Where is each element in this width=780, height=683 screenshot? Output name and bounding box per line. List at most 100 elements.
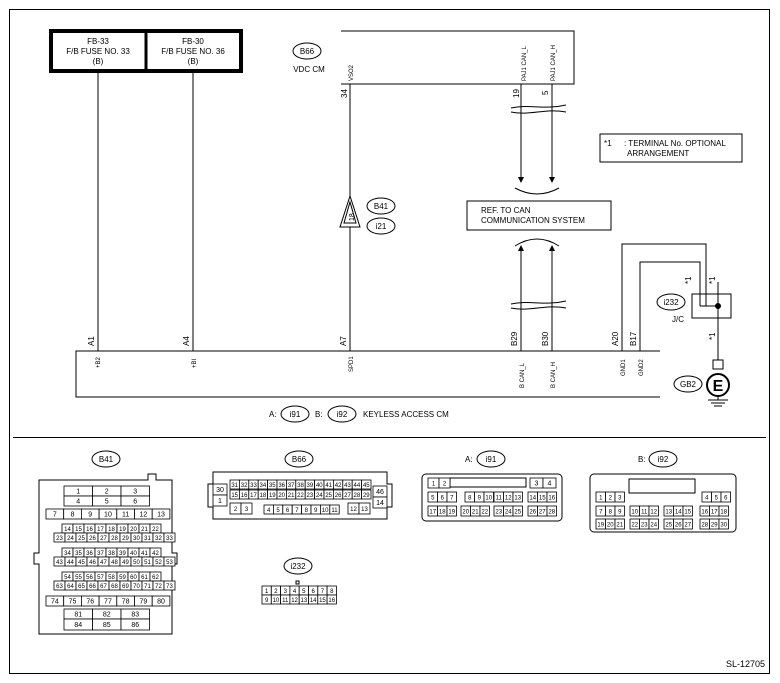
b41-pin-num: 29 (122, 536, 129, 542)
i91-pin-cell (446, 491, 457, 503)
b41-pin-num: 56 (86, 575, 93, 581)
b41-pin-num: 35 (75, 551, 82, 557)
vdc-pin-34: 34 (340, 89, 349, 98)
i232-pin-num: 6 (311, 589, 315, 595)
b66-pin-num: 44 (354, 483, 361, 489)
b41-pin-num: 4 (76, 498, 80, 505)
b66-pin-num: 1 (218, 498, 222, 505)
i91-pin-num: 3 (535, 480, 539, 487)
b41-pin-num: 41 (141, 551, 148, 557)
i92-pin-cell (718, 518, 729, 530)
i232-key (295, 580, 300, 585)
i92-pin-num: 5 (715, 495, 719, 501)
i232-pin-num: 13 (301, 598, 308, 604)
b66-pin-num: 10 (322, 508, 329, 514)
i21-label: i21 (376, 222, 387, 231)
i92-pin-num: 10 (631, 509, 638, 515)
i92-latch (628, 478, 696, 494)
ka-pin-b29: B29 (510, 331, 519, 346)
b41-pin-num: 34 (64, 551, 71, 557)
i92-pin-num: 24 (650, 522, 657, 528)
i91-pin-num: 11 (496, 495, 503, 501)
b41-pin-num: 48 (111, 560, 118, 566)
b41-pin-num: 68 (111, 584, 118, 590)
b41-pin-num: 75 (69, 598, 77, 605)
b66-pin-num: 15 (231, 493, 238, 499)
b41-pin-num: 52 (155, 560, 162, 566)
b66-pin-num: 32 (241, 483, 248, 489)
b41-pin-num: 45 (78, 560, 85, 566)
b41-pin-num: 76 (86, 598, 94, 605)
b41-pin-num: 16 (86, 527, 93, 533)
wires (97, 71, 719, 360)
i91-pin-num: 8 (468, 495, 472, 501)
i92-pin-num: 25 (665, 522, 672, 528)
ka-pin-a20: A20 (611, 331, 620, 346)
b41-pin-num: 12 (139, 511, 147, 518)
b41-pin-num: 46 (89, 560, 96, 566)
b41-pin-num: 63 (56, 584, 63, 590)
i91-pin-cell (446, 505, 457, 517)
i91-pin-cell (483, 491, 494, 503)
i91-pin-num: 26 (529, 509, 536, 515)
vdc-pin-19: 19 (512, 89, 521, 98)
b41-pin-num: 32 (155, 536, 162, 542)
ka-name-bi: +BI (192, 358, 198, 368)
i92-pin-num: 11 (641, 509, 648, 515)
b41-pin-num: 59 (119, 575, 126, 581)
b41-pin-num: 44 (67, 560, 74, 566)
i92-pin-cell (614, 491, 625, 503)
b66-pin-cell (212, 494, 228, 507)
jc-connector: i232 (663, 298, 679, 307)
b41-pin-num: 28 (111, 536, 118, 542)
b66-pin-num: 6 (286, 508, 290, 514)
b66-pin-num: 38 (297, 483, 304, 489)
terminal-note: *1 : TERMINAL No. OPTIONAL ARRANGEMENT (599, 133, 743, 163)
b66-pin-cell (240, 502, 253, 515)
i91-pin-cell (512, 491, 523, 503)
b41-pin-cell (163, 580, 176, 591)
vdc-pin-5: 5 (541, 90, 550, 95)
vdc-connector-id: B66 (300, 47, 315, 56)
i232-pin-num: 4 (293, 589, 297, 595)
b41-pin-num: 82 (103, 611, 111, 618)
ground-connector: GB2 (680, 380, 697, 389)
i232-pin-num: 9 (265, 598, 269, 604)
b41-pin-num: 49 (122, 560, 129, 566)
keyless-access-cm: A1 A4 A7 B29 B30 A20 B17 +B2 +BI SPD1 B … (75, 331, 660, 423)
b41-pin-num: 18 (108, 527, 115, 533)
i232-pin-cell (326, 594, 337, 605)
b41-pin-num: 78 (122, 598, 130, 605)
jc-i232: i232 J/C *1 *1 *1 (656, 276, 732, 340)
i91-conn-label: i91 (486, 455, 497, 464)
i91-pin-cell (546, 491, 557, 503)
i92-pin-num: 23 (641, 522, 648, 528)
jc-label: J/C (672, 315, 684, 324)
i92-pin-cell (718, 505, 729, 517)
i92-pin-num: 7 (599, 509, 603, 515)
ref-line2: COMMUNICATION SYSTEM (481, 216, 585, 225)
i232-pin-num: 3 (284, 589, 288, 595)
b66-pin-num: 22 (297, 493, 304, 499)
b66-pin-num: 28 (354, 493, 361, 499)
b41-pin-num: 21 (141, 527, 148, 533)
vdc-cm-label: VDC CM (293, 65, 325, 74)
i91-pin-num: 6 (441, 495, 445, 501)
i92-pin-num: 21 (616, 522, 623, 528)
i91-pin-num: 19 (448, 509, 455, 515)
ka-pin-b17: B17 (629, 331, 638, 346)
b41-pin-num: 11 (122, 511, 129, 518)
b41-pin-num: 20 (130, 527, 137, 533)
b41-pin-num: 31 (144, 536, 151, 542)
b41-pin-num: 36 (86, 551, 93, 557)
b41-pin-num: 53 (166, 560, 173, 566)
i92-pin-num: 12 (650, 509, 657, 515)
i91-pin-num: 4 (548, 480, 552, 487)
i92-pin-num: 9 (618, 509, 622, 515)
i92-pin-num: 19 (597, 522, 604, 528)
b41-pin-num: 70 (133, 584, 140, 590)
b41-pin-num: 30 (133, 536, 140, 542)
b41-pin-num: 67 (100, 584, 107, 590)
fuse-30-id: FB-30 (182, 37, 204, 46)
i91-pin-cell (512, 505, 523, 517)
